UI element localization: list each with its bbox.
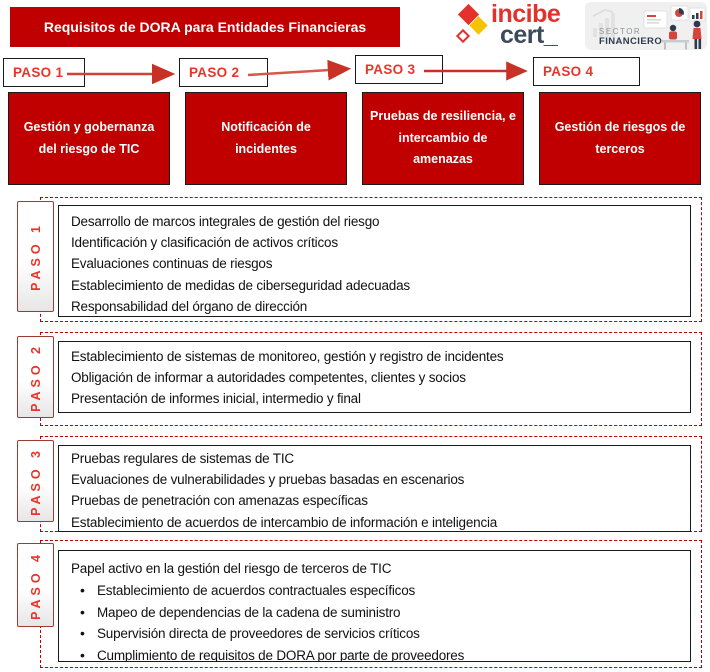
list-item: Establecimiento de sistemas de monitoreo…	[71, 349, 504, 364]
list-item: Establecimiento de acuerdos contractuale…	[71, 580, 682, 602]
section-paso-4-label: PASO 4	[17, 543, 54, 627]
financiero-label: FINANCIERO	[599, 36, 663, 47]
list-item: Responsabilidad del órgano de dirección	[71, 298, 308, 314]
list-item: Evaluaciones continuas de riesgos	[71, 256, 273, 272]
sector-financiero-logo: SECTOR FINANCIERO	[585, 2, 707, 50]
list-item-intro: Papel activo en la gestión del riesgo de…	[71, 561, 392, 576]
list-item: Cumplimiento de requisitos de DORA por p…	[71, 645, 682, 661]
step-box-paso-2: PASO 2	[179, 58, 268, 87]
step-box-paso-1: PASO 1	[3, 58, 85, 87]
incibe-logo-text: incibe cert_	[491, 0, 561, 49]
section-paso-3-content: Pruebas regulares de sistemas de TIC Eva…	[58, 445, 691, 532]
category-box-resilience-testing: Pruebas de resiliencia, e intercambio de…	[362, 92, 524, 185]
category-box-third-party-risk: Gestión de riesgos de terceros	[539, 92, 701, 185]
incibe-diamond-outline-icon	[455, 28, 471, 44]
list-item: Establecimiento de acuerdos de intercamb…	[71, 514, 498, 530]
list-item: Identificación y clasificación de activo…	[71, 235, 338, 251]
page-title: Requisitos de DORA para Entidades Financ…	[10, 7, 400, 47]
list-item: Mapeo de dependencias de la cadena de su…	[71, 602, 682, 624]
section-paso-3-label: PASO 3	[17, 440, 54, 522]
section-paso-4-label-text: PASO 4	[28, 550, 43, 620]
list-item: Supervisión directa de proveedores de se…	[71, 623, 682, 645]
section-paso-2-label: PASO 2	[17, 336, 54, 418]
sector-label: SECTOR	[599, 27, 642, 36]
list-item: Desarrollo de marcos integrales de gesti…	[71, 214, 380, 229]
step-box-paso-3: PASO 3	[355, 55, 443, 84]
list-item: Presentación de informes inicial, interm…	[71, 391, 361, 407]
cert-wordmark: cert_	[500, 21, 558, 49]
list-item: Evaluaciones de vulnerabilidades y prueb…	[71, 472, 465, 488]
section-paso-4-content: Papel activo en la gestión del riesgo de…	[58, 550, 691, 662]
section-paso-3-label-text: PASO 3	[28, 446, 43, 516]
section-paso-1-content: Desarrollo de marcos integrales de gesti…	[58, 205, 691, 317]
sector-financiero-text: SECTOR FINANCIERO	[599, 27, 662, 47]
category-box-ict-risk-governance: Gestión y gobernanza del riesgo de TIC	[8, 92, 170, 185]
incibe-wordmark: incibe	[491, 0, 561, 28]
section-paso-2-content: Establecimiento de sistemas de monitoreo…	[58, 341, 691, 413]
list-item: Obligación de informar a autoridades com…	[71, 370, 466, 386]
sector-financiero-illustration	[592, 5, 706, 50]
category-box-incident-notification: Notificación de incidentes	[185, 92, 347, 185]
step-box-paso-4: PASO 4	[533, 57, 640, 86]
section-paso-2-label-text: PASO 2	[28, 342, 43, 412]
section-paso-1-label: PASO 1	[17, 201, 54, 312]
section-paso-1-label-text: PASO 1	[28, 222, 43, 291]
incibe-cert-logo: incibe cert_	[453, 0, 579, 51]
list-item: Pruebas de penetración con amenazas espe…	[71, 493, 368, 509]
list-item: Establecimiento de medidas de cibersegur…	[71, 277, 410, 293]
list-item: Pruebas regulares de sistemas de TIC	[71, 451, 294, 466]
